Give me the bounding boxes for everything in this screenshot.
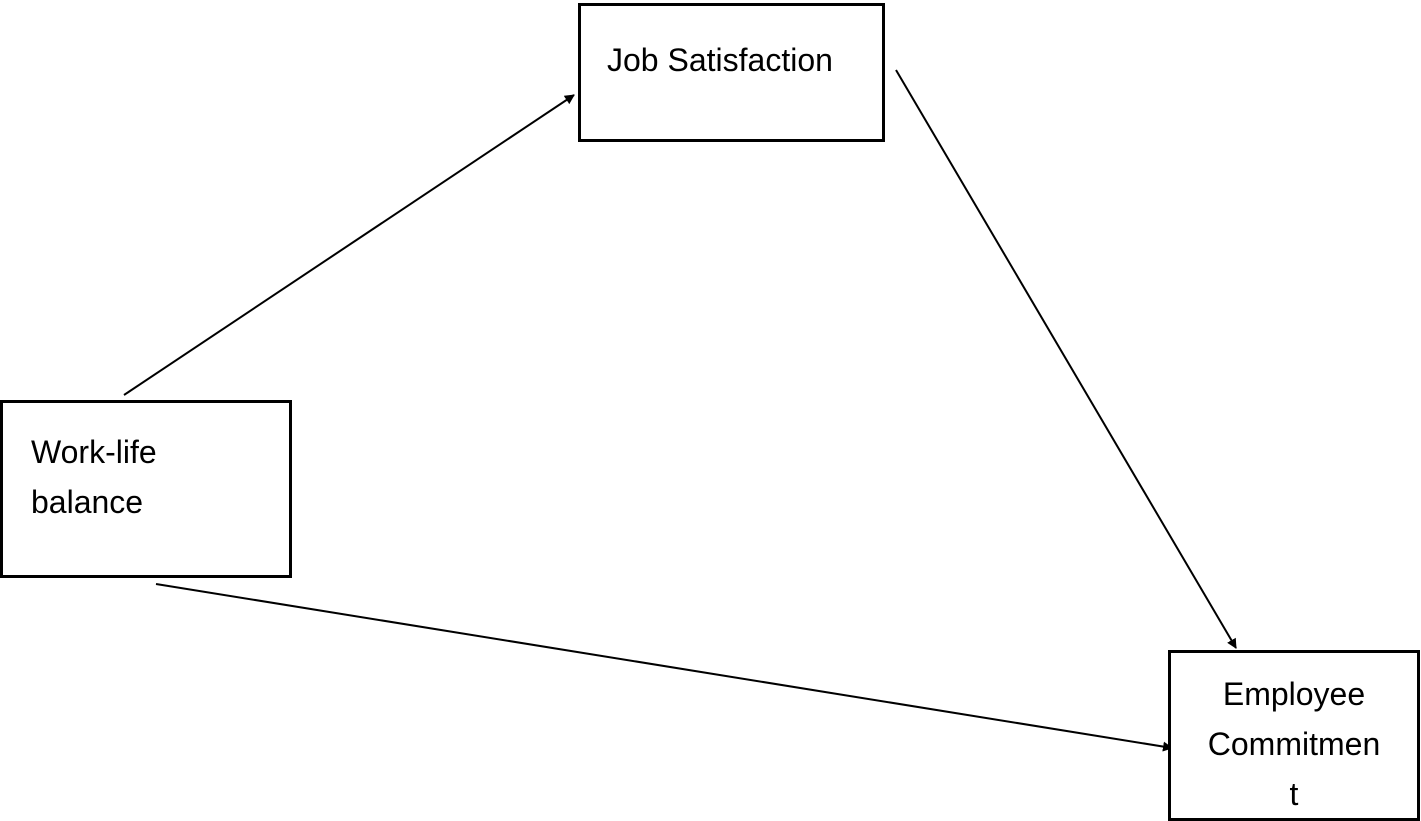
node-work-life-balance: Work-life balance xyxy=(0,400,292,578)
edge-worklife-to-jobsatisfaction xyxy=(123,94,575,396)
node-label-line: t xyxy=(1289,776,1299,812)
node-label-line: Work-life xyxy=(31,434,157,470)
edge-jobsatisfaction-to-employeecommitment xyxy=(895,69,1237,649)
node-label-line: Employee xyxy=(1222,676,1366,712)
node-label-line: Job Satisfaction xyxy=(607,42,833,78)
node-label-line: Commitmen xyxy=(1207,726,1381,762)
edge-worklife-to-employeecommitment xyxy=(155,583,1173,752)
node-employee-commitment: Employee Commitmen t xyxy=(1168,650,1420,821)
node-job-satisfaction: Job Satisfaction xyxy=(578,3,885,142)
node-label-line: balance xyxy=(31,484,144,520)
